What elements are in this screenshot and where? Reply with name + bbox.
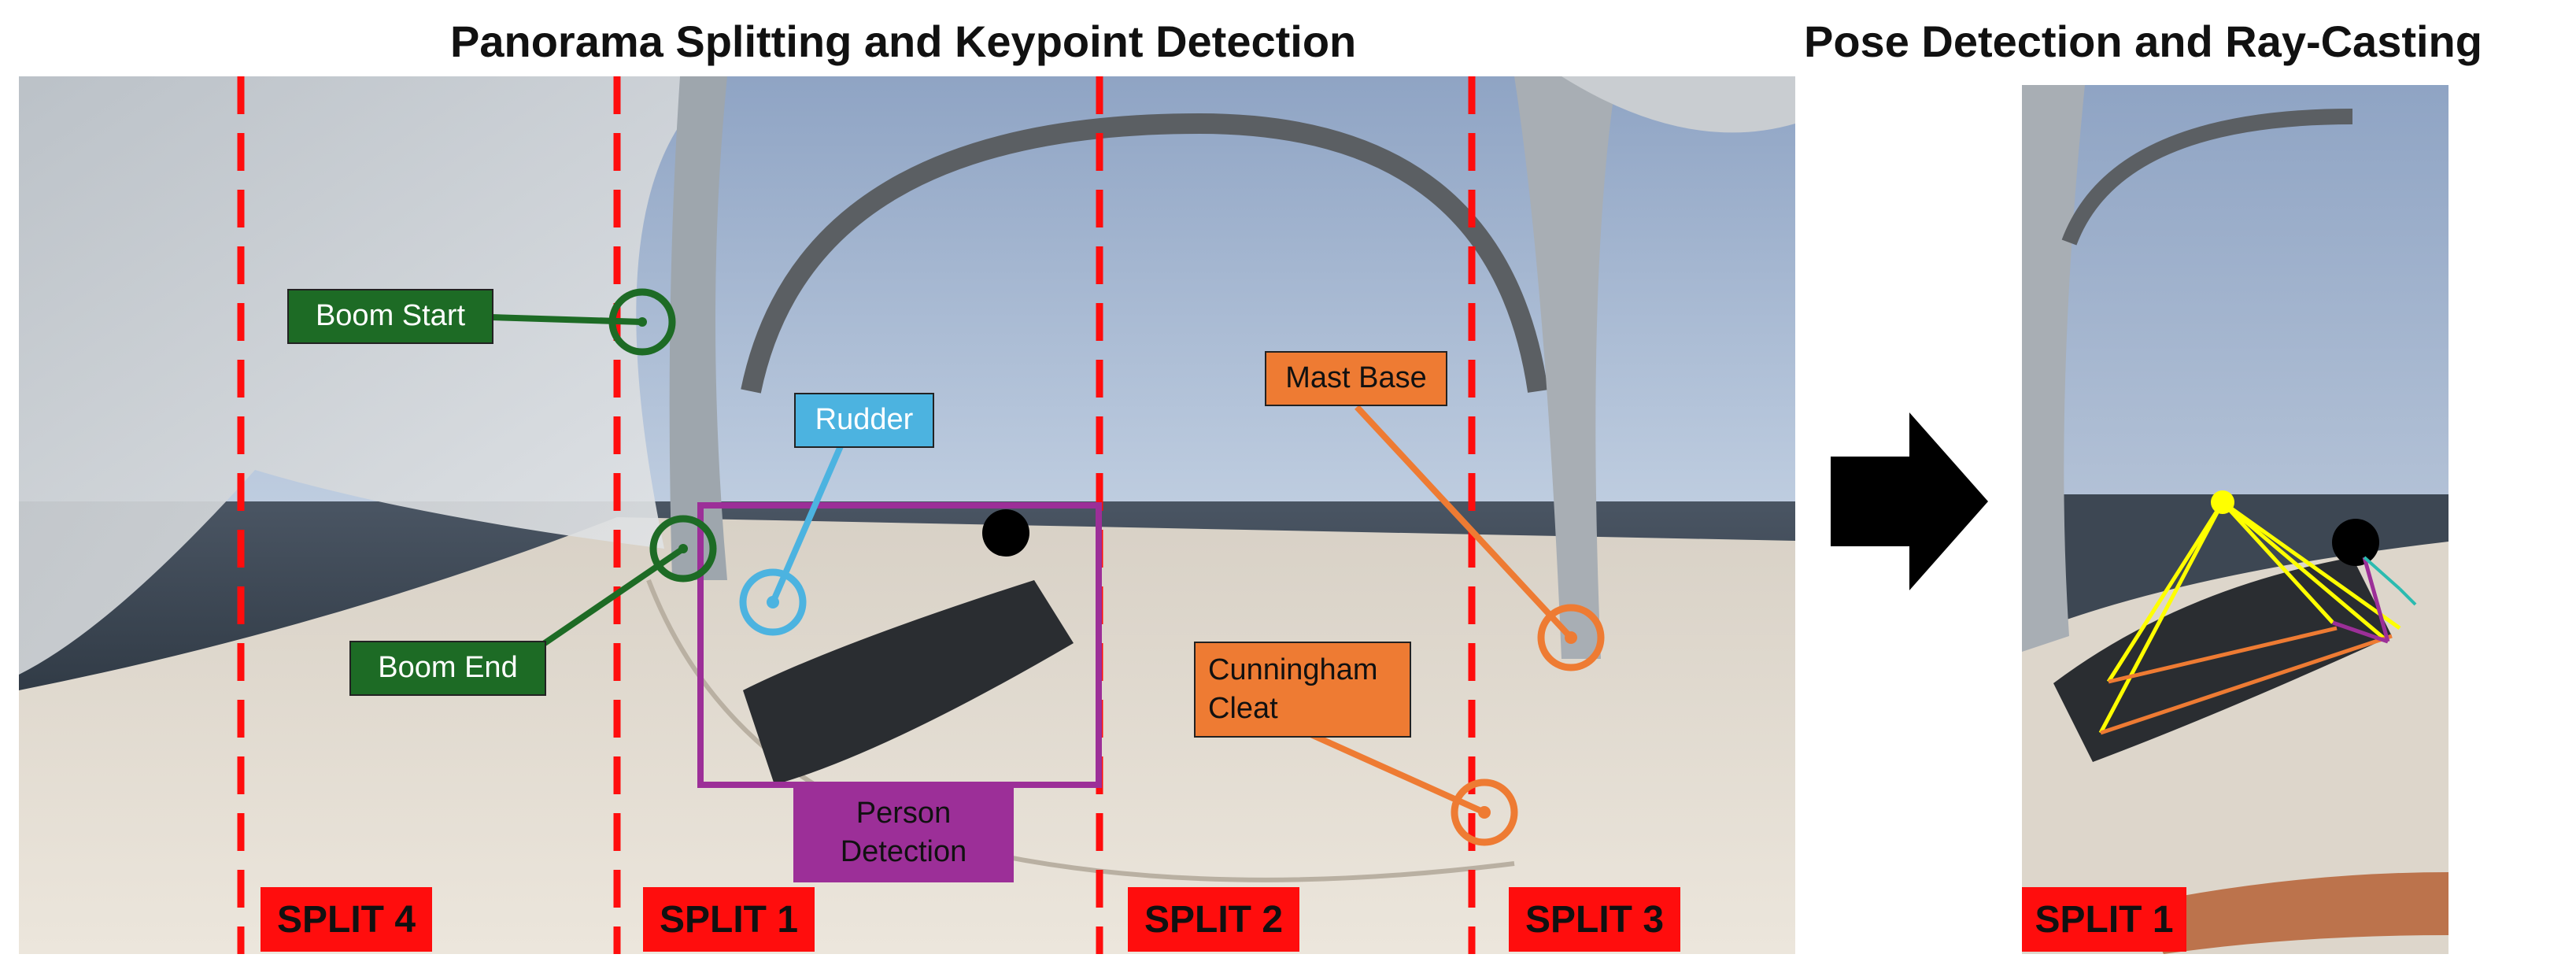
pose-title: Pose Detection and Ray-Casting — [1804, 17, 2482, 66]
cunningham-cleat-label: Cunningham Cleat — [1194, 642, 1411, 738]
crop-head-marker — [2332, 519, 2379, 566]
person-box — [697, 502, 1102, 788]
head-marker — [982, 509, 1029, 557]
boom-end-label: Boom End — [349, 641, 546, 696]
boom-end-circle — [649, 515, 717, 583]
split1-crop-image: SPLIT 1 — [2022, 85, 2448, 954]
panorama-title: Panorama Splitting and Keypoint Detectio… — [450, 17, 1357, 66]
ray-casting-overlay — [2098, 490, 2417, 735]
boom-start-label: Boom Start — [287, 289, 493, 344]
person-label-line1: Person — [856, 796, 952, 830]
panorama-scene — [19, 76, 1795, 954]
mast-base-circle — [1537, 604, 1605, 671]
split-lines — [237, 76, 1476, 954]
rudder-circle — [739, 568, 807, 636]
split-4-badge: SPLIT 4 — [261, 887, 432, 952]
cunningham-circle — [1451, 779, 1518, 846]
cunningham-label-line1: Cunningham — [1208, 653, 1378, 686]
panorama-overlay — [237, 76, 1605, 954]
mast-base-label: Mast Base — [1265, 351, 1447, 406]
boom-start-leader — [490, 314, 643, 325]
cunningham-label-line2: Cleat — [1208, 692, 1278, 725]
person-label-line2: Detection — [840, 835, 967, 868]
split-3-badge: SPLIT 3 — [1509, 887, 1680, 952]
panorama-image: Boom Start Boom End Rudder Mast Base Cun… — [19, 76, 1795, 954]
ray-lines — [2098, 500, 2401, 734]
cunningham-leader — [1299, 727, 1486, 816]
rudder-label: Rudder — [794, 393, 934, 448]
split-2-badge: SPLIT 2 — [1128, 887, 1299, 952]
crop-split-1-badge: SPLIT 1 — [2022, 887, 2186, 952]
mast-base-leader — [1355, 405, 1573, 640]
right-arrow-icon — [1831, 412, 1988, 590]
rudder-rays — [2100, 626, 2393, 735]
ray-origin-point — [2211, 490, 2234, 514]
boom-start-circle — [608, 288, 676, 356]
person-detection-label: Person Detection — [793, 783, 1014, 882]
split-1-badge: SPLIT 1 — [643, 887, 815, 952]
pose-skeleton — [2332, 557, 2390, 644]
